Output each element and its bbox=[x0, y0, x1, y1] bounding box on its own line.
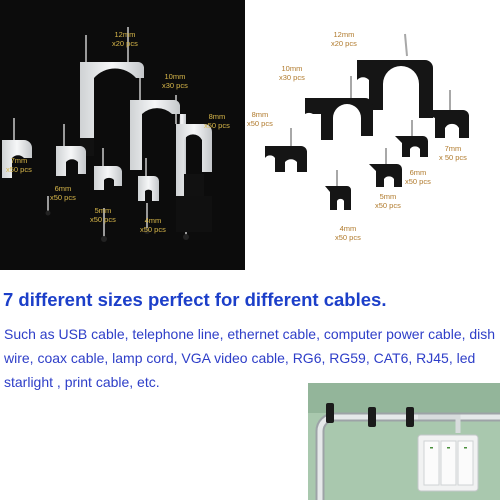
headline: 7 different sizes perfect for different … bbox=[3, 289, 387, 310]
description-text: Such as USB cable, telephone line, ether… bbox=[4, 326, 496, 390]
white-clips-illustration bbox=[2, 27, 212, 242]
wall-switch-illustration bbox=[308, 383, 500, 500]
wall-switch-photo bbox=[308, 383, 500, 500]
black-clips-illustration bbox=[265, 33, 469, 210]
